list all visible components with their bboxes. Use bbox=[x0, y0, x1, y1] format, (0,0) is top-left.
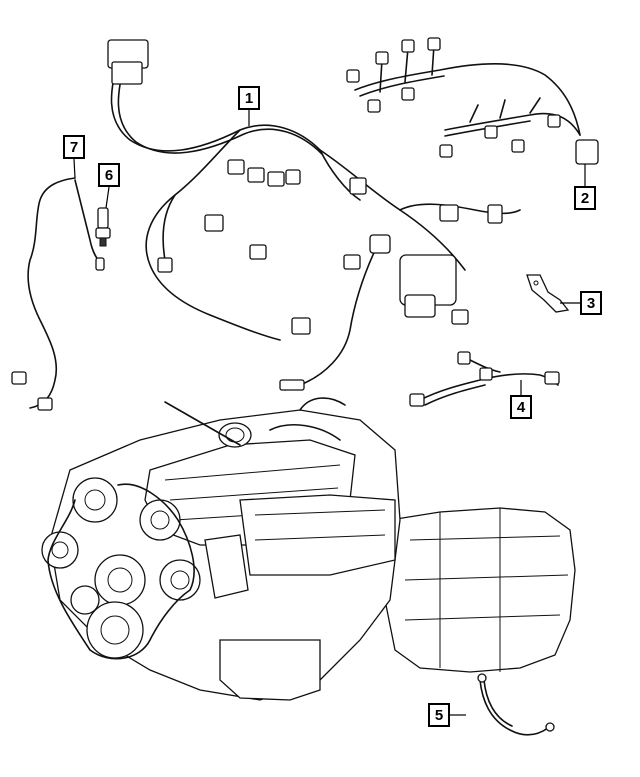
callout-3[interactable]: 3 bbox=[580, 291, 602, 315]
injector-wiring-harness[interactable] bbox=[346, 37, 599, 165]
callout-1[interactable]: 1 bbox=[238, 86, 260, 110]
harness-bracket[interactable] bbox=[526, 274, 570, 313]
callout-6[interactable]: 6 bbox=[98, 163, 120, 187]
callout-5[interactable]: 5 bbox=[428, 703, 450, 727]
engine-transmission-assembly bbox=[41, 397, 576, 701]
callout-4[interactable]: 4 bbox=[510, 395, 532, 419]
engine-wiring-harness[interactable] bbox=[107, 39, 521, 391]
callout-7[interactable]: 7 bbox=[63, 135, 85, 159]
ground-strap[interactable] bbox=[477, 673, 555, 736]
sensor[interactable] bbox=[95, 207, 111, 247]
oxygen-sensor-cable[interactable] bbox=[11, 177, 105, 411]
transmission-wiring-harness[interactable] bbox=[409, 351, 560, 407]
callout-2[interactable]: 2 bbox=[574, 186, 596, 210]
